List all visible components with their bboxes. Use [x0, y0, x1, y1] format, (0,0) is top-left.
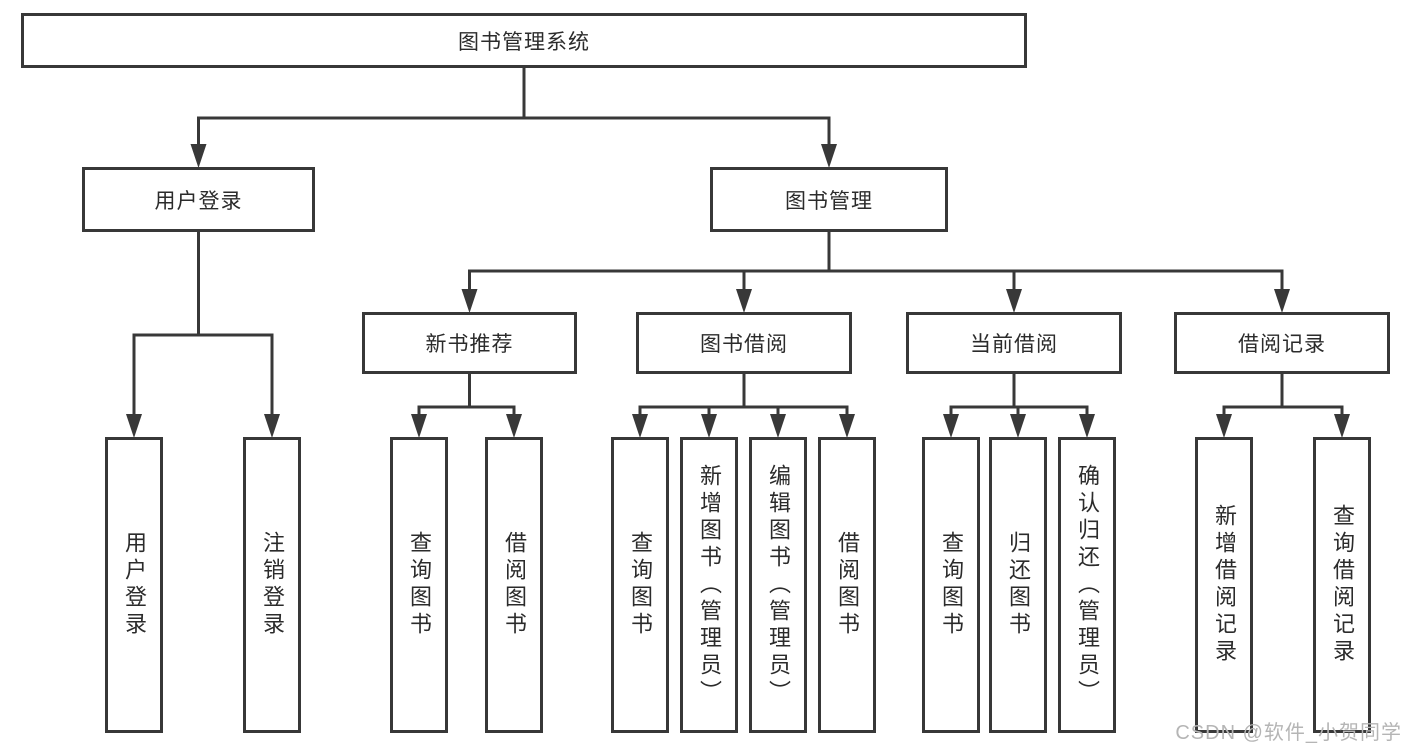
node-label: 借阅图书 — [835, 531, 860, 639]
edge-arrowhead — [1216, 414, 1232, 438]
node-label: 编辑图书（管理员） — [766, 463, 791, 707]
node-label: 查询图书 — [628, 531, 653, 639]
diagram-node-query-book-current: 查询图书 — [922, 437, 980, 733]
node-label: 图书借阅 — [700, 333, 788, 356]
node-label: 查询图书 — [939, 531, 964, 639]
diagram-node-borrow-records: 借阅记录 — [1174, 312, 1390, 374]
edge-arrowhead — [461, 289, 478, 313]
node-label: 借阅图书 — [502, 531, 527, 639]
node-label: 新增图书（管理员） — [697, 463, 722, 707]
edge-arrowhead — [1006, 289, 1022, 313]
node-label: 借阅记录 — [1238, 333, 1326, 356]
node-label: 新书推荐 — [425, 333, 514, 356]
watermark-text: CSDN @软件_小贺同学 — [1175, 722, 1402, 744]
edge-arrowhead — [1079, 414, 1095, 438]
edge-arrowhead — [190, 144, 207, 168]
edge-arrowhead — [839, 414, 855, 438]
node-label: 当前借阅 — [970, 333, 1058, 356]
edge-arrowhead — [632, 414, 648, 438]
edge-arrowhead — [1334, 414, 1350, 438]
edge-arrowhead — [821, 144, 837, 168]
diagram-node-borrow-book: 借阅图书 — [818, 437, 876, 733]
edge-arrowhead — [943, 414, 959, 438]
edge-arrowhead — [736, 289, 752, 313]
node-label: 确认归还（管理员） — [1075, 463, 1100, 707]
edge-arrowhead — [770, 414, 786, 438]
diagram-node-add-borrow-record: 新增借阅记录 — [1195, 437, 1253, 733]
diagram-node-book-mgmt: 图书管理 — [710, 167, 948, 232]
diagram-node-confirm-return: 确认归还（管理员） — [1058, 437, 1116, 733]
diagram-node-root: 图书管理系统 — [21, 13, 1027, 68]
diagram-node-return-book: 归还图书 — [989, 437, 1047, 733]
diagram-node-current-borrow: 当前借阅 — [906, 312, 1122, 374]
edge-arrowhead — [1010, 414, 1026, 438]
diagram-node-book-borrow: 图书借阅 — [636, 312, 852, 374]
edge-arrowhead — [264, 414, 280, 438]
node-label: 新增借阅记录 — [1212, 504, 1237, 666]
diagram-node-edit-book: 编辑图书（管理员） — [749, 437, 807, 733]
diagram-node-logout-action: 注销登录 — [243, 437, 301, 733]
node-label: 用户登录 — [122, 531, 147, 639]
node-label: 注销登录 — [260, 531, 285, 639]
diagram-node-borrow-book-rec: 借阅图书 — [485, 437, 543, 733]
diagram-node-query-borrow-record: 查询借阅记录 — [1313, 437, 1371, 733]
diagram-node-new-book-rec: 新书推荐 — [362, 312, 577, 374]
diagram-node-query-book-borrow: 查询图书 — [611, 437, 669, 733]
edge-arrowhead — [701, 414, 717, 438]
diagram-node-user-login: 用户登录 — [82, 167, 315, 232]
diagram-node-query-book-rec: 查询图书 — [390, 437, 448, 733]
node-label: 用户登录 — [154, 189, 243, 213]
edge-arrowhead — [411, 414, 427, 438]
edge-arrowhead — [126, 414, 142, 438]
node-label: 归还图书 — [1006, 531, 1031, 639]
node-label: 查询借阅记录 — [1330, 504, 1355, 666]
node-label: 图书管理 — [785, 189, 873, 213]
diagram-node-user-login-action: 用户登录 — [105, 437, 163, 733]
edge-arrowhead — [506, 414, 522, 438]
edge-arrowhead — [1274, 289, 1290, 313]
node-label: 查询图书 — [407, 531, 432, 639]
diagram-node-add-book: 新增图书（管理员） — [680, 437, 738, 733]
node-label: 图书管理系统 — [458, 30, 590, 54]
